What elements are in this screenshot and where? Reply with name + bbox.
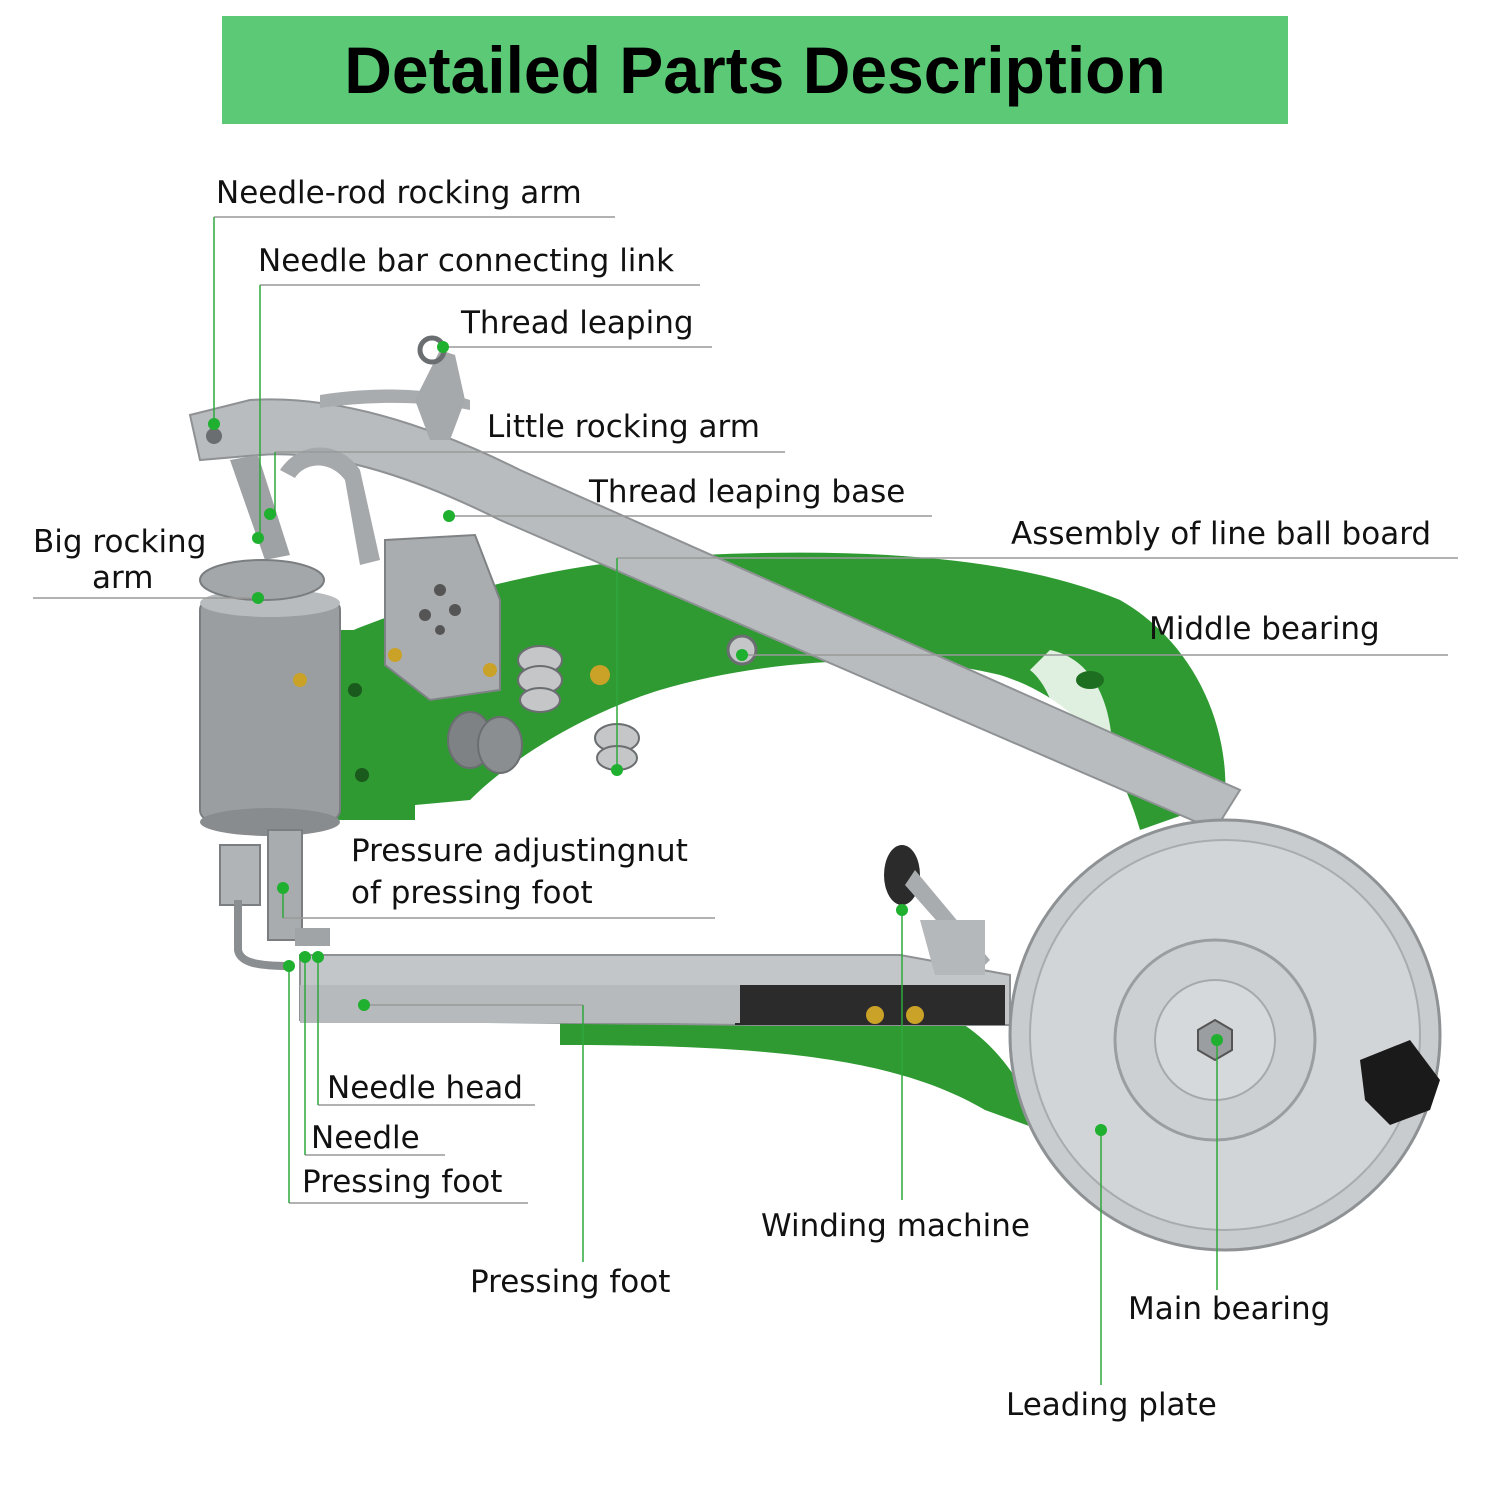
label-needle-rod-rocking-arm: Needle-rod rocking arm [216,175,582,211]
label-big-rocking-arm-line2: arm [92,560,154,596]
dot-needle-head [312,951,324,963]
label-main-bearing: Main bearing [1128,1291,1331,1327]
dot-needle-rod [208,418,220,430]
leader-lines [33,216,1458,1385]
label-needle-bar-connecting-link: Needle bar connecting link [258,243,675,279]
label-thread-leaping-base: Thread leaping base [589,474,906,510]
label-pressure-adjusting-nut-line2: of pressing foot [351,875,593,911]
needle-bar-cylinder [199,599,341,821]
dot-big-rocking [252,532,264,544]
dot-assembly [611,764,623,776]
dot-middle-bearing [736,649,748,661]
dot-big-rocking-arm [252,592,264,604]
thread-leaping-base-plate [384,533,501,702]
dot-pressing-upper [283,960,295,972]
dot-pressing-lower [358,999,370,1011]
label-pressure-adjusting-nut-line1: Pressure adjustingnut [351,833,688,869]
label-assembly-line-ball-board: Assembly of line ball board [1011,516,1432,552]
page-title: Detailed Parts Description [344,33,1166,107]
dot-winding [896,904,908,916]
dot-pressure [277,882,289,894]
label-leading-plate: Leading plate [1006,1387,1217,1423]
label-big-rocking-arm-line1: Big rocking [33,524,207,560]
dot-thread-leaping [437,341,449,353]
label-thread-leaping: Thread leaping [461,305,694,341]
sewing-machine-illustration [188,335,1442,1252]
dot-leading-plate [1095,1124,1107,1136]
label-pressing-foot-lower: Pressing foot [470,1264,671,1300]
label-winding-machine: Winding machine [761,1208,1030,1244]
dot-needle [299,951,311,963]
machine-body-hole [1076,671,1104,689]
label-middle-bearing: Middle bearing [1149,611,1380,647]
machine-base-green [560,1000,1040,1130]
label-needle-head: Needle head [327,1070,523,1106]
label-needle: Needle [311,1120,420,1156]
dot-main-bearing [1211,1034,1223,1046]
title-banner: Detailed Parts Description [222,16,1288,124]
label-little-rocking-arm: Little rocking arm [487,409,760,445]
machine-body-arch [330,552,1226,830]
label-pressing-foot-upper: Pressing foot [302,1164,503,1200]
dot-thread-base [443,510,455,522]
dot-needle-bar [264,508,276,520]
